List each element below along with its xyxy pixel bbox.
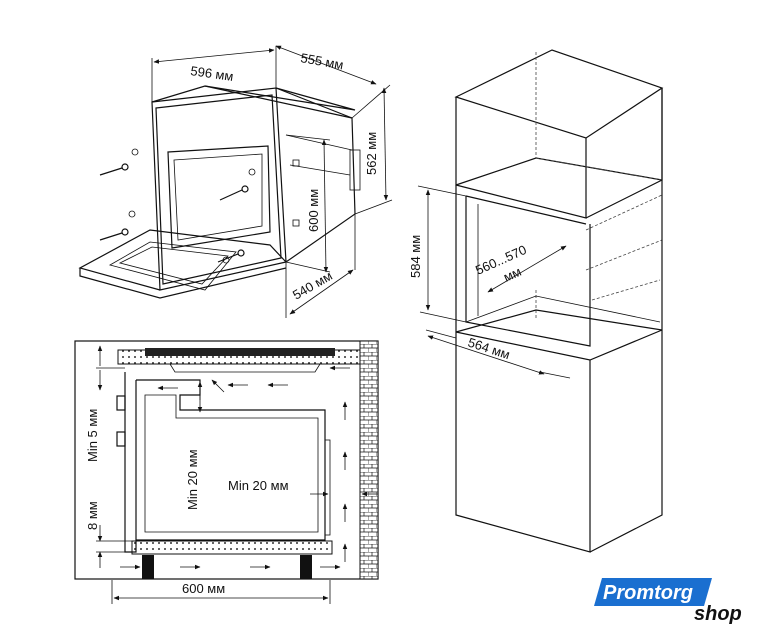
niche-height-label: 584 мм: [408, 235, 423, 278]
niche-depth-unit: мм: [501, 264, 523, 285]
screw-icon: [219, 168, 256, 201]
bottom-gap-label: 8 мм: [85, 501, 100, 530]
section-width-label: 600 мм: [182, 581, 225, 596]
screw-icon: [99, 210, 136, 241]
min-side-gap-label: Min 20 мм: [228, 478, 289, 493]
oven-side-height-label: 562 мм: [364, 132, 379, 175]
oven-door-depth-label: 540 мм: [290, 268, 335, 303]
min-top-gap-label: Min 5 мм: [85, 409, 100, 462]
promtorg-shop-logo: Promtorg shop: [594, 578, 742, 625]
section-drawing: Min 5 мм 8 мм Min 20 мм Min 20 мм 600 мм: [74, 340, 379, 604]
logo-brand: Promtorg: [603, 582, 693, 604]
oven-depth-label: 555 мм: [299, 50, 344, 72]
oven-width-label: 596 мм: [190, 63, 235, 84]
logo-suffix: shop: [694, 603, 742, 625]
bottom-shelf: [131, 540, 333, 555]
screw-icon: [99, 148, 139, 176]
oven-front-height-label: 600 мм: [306, 189, 321, 232]
cabinet-drawing: 584 мм 560...570 мм 564 мм: [408, 49, 664, 553]
screw-icon: [217, 249, 245, 263]
wall: [359, 340, 379, 580]
oven-drawing: 596 мм 555 мм 562 мм 600 мм 540 мм: [78, 45, 393, 318]
min-back-gap-label: Min 20 мм: [185, 449, 200, 510]
